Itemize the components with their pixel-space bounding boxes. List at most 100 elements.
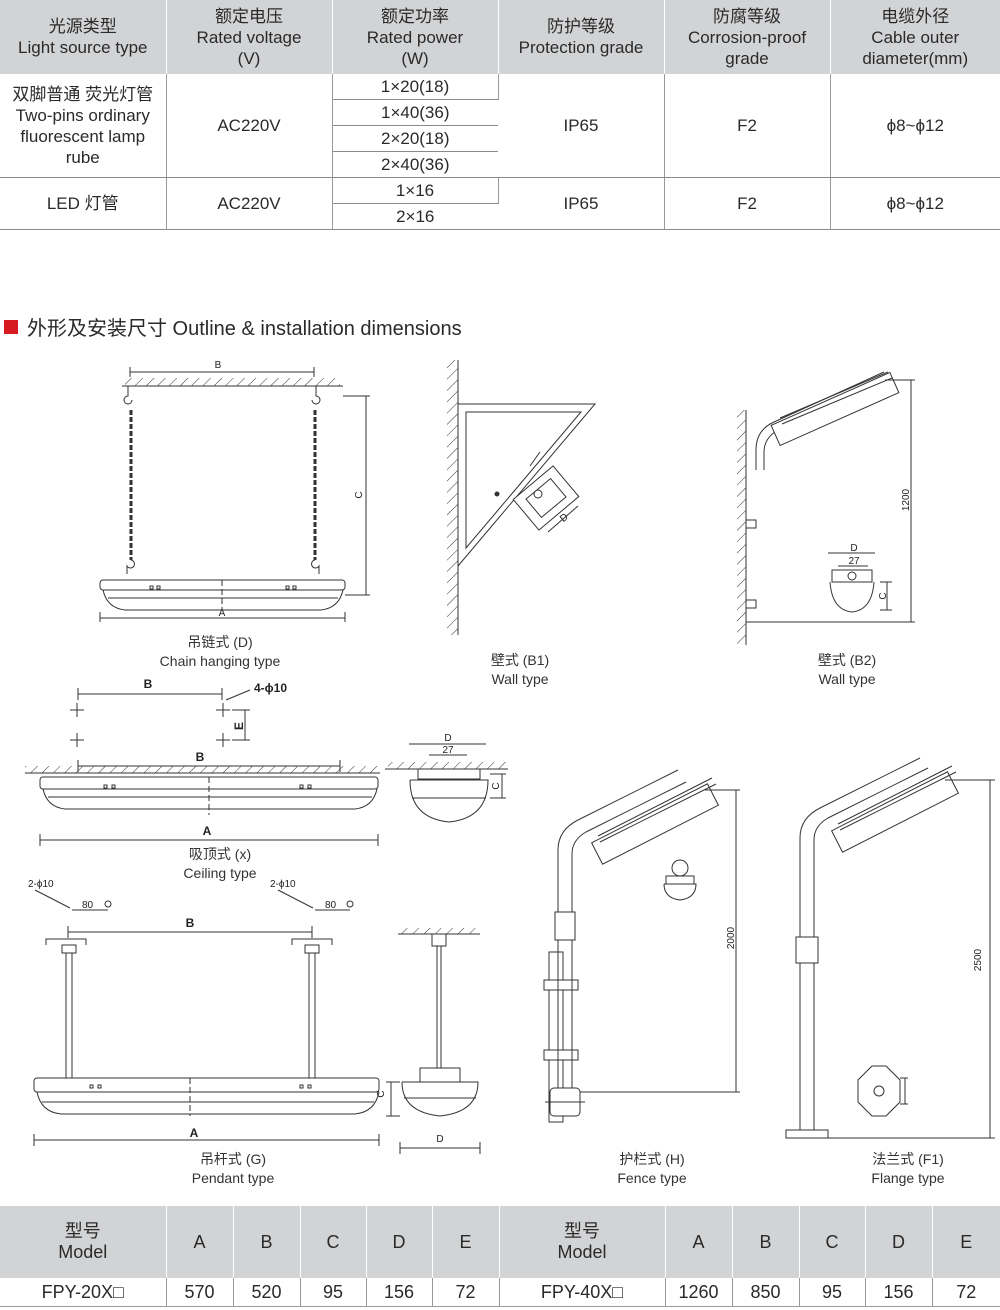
chain-dim-c: C [354, 491, 365, 498]
chain-dim-a: A [219, 608, 226, 619]
value-cell: 156 [366, 1278, 433, 1307]
ceiling-side-dim-d: D [444, 733, 451, 744]
caption-flange: 法兰式 (F1)Flange type [871, 1151, 945, 1186]
power-cell: 1×20(18) [332, 74, 499, 100]
corrosion-cell: F2 [664, 74, 831, 178]
model-cell: FPY-40X□ [499, 1278, 666, 1307]
header-col-c: C [799, 1206, 866, 1278]
table-row: LED 灯管 AC220V 1×16 IP65 F2 ϕ8~ϕ12 [0, 177, 1000, 230]
caption-ceiling: 吸顶式 (x)Ceiling type [183, 846, 257, 881]
cable-cell: ϕ8~ϕ12 [830, 74, 1000, 178]
pendant-dim-b: B [186, 916, 195, 930]
value-cell: 1260 [665, 1278, 733, 1307]
value-cell: 95 [799, 1278, 866, 1307]
dimension-drawings: B C A D 1200 D 27 C B 4-ϕ10 E B A D 27 C… [25, 360, 995, 1154]
header-col-a: A [665, 1206, 733, 1278]
header-col-c: C [300, 1206, 367, 1278]
protection-cell: IP65 [498, 74, 665, 178]
cable-cell: ϕ8~ϕ12 [830, 177, 1000, 230]
flange-drawing [785, 757, 995, 1139]
value-cell: 72 [932, 1278, 1000, 1307]
header-col-b: B [233, 1206, 301, 1278]
light-source-cell: LED 灯管 [0, 177, 167, 230]
chain-hanging-drawing [99, 367, 370, 622]
power-cell: 1×16 [332, 177, 499, 204]
header-col-d: D [366, 1206, 433, 1278]
fence-dim-h: 2000 [726, 926, 737, 949]
caption-wall-b2: 壁式 (B2)Wall type [817, 652, 877, 687]
value-cell: 156 [865, 1278, 933, 1307]
b2-dim-d: D [850, 543, 857, 554]
red-square-icon [4, 319, 18, 334]
fence-drawing [543, 769, 740, 1123]
table-row: 2×40(36) [0, 151, 1000, 178]
header-col-b: B [732, 1206, 800, 1278]
ceiling-dim-b-top: B [144, 677, 153, 691]
model-cell: FPY-20X□ [0, 1278, 167, 1307]
table-row: 1×40(36) [0, 99, 1000, 126]
ceiling-side-dim-c: C [491, 782, 502, 789]
table-row: FPY-20X□ 570 520 95 156 72 FPY-40X□ 1260… [0, 1278, 1000, 1307]
ceiling-drawing [25, 688, 508, 846]
pendant-dim-off-left: 80 [82, 900, 94, 911]
ceiling-dim-b: B [196, 750, 205, 764]
flange-dim-h: 2500 [973, 948, 984, 971]
pendant-dim-off-right: 80 [325, 900, 337, 911]
value-cell: 72 [432, 1278, 500, 1307]
power-cell: 2×16 [332, 203, 498, 230]
b2-dim-w: 27 [848, 556, 860, 567]
header-col-a: A [166, 1206, 234, 1278]
power-cell: 2×40(36) [332, 151, 498, 178]
b2-dim-h: 1200 [901, 488, 912, 511]
table-row: 2×20(18) [0, 125, 1000, 152]
ceiling-dim-a: A [203, 824, 212, 838]
pendant-dim-a: A [190, 1126, 199, 1140]
value-cell: 850 [732, 1278, 800, 1307]
header-col-e: E [932, 1206, 1000, 1278]
caption-chain: 吊链式 (D)Chain hanging type [159, 634, 281, 669]
caption-pendant: 吊杆式 (G)Pendant type [191, 1151, 275, 1186]
voltage-cell: AC220V [166, 177, 333, 230]
value-cell: 570 [166, 1278, 234, 1307]
pendant-dim-holes-left: 2-ϕ10 [28, 879, 54, 890]
power-cell: 1×40(36) [332, 99, 498, 126]
value-cell: 520 [233, 1278, 301, 1307]
corrosion-cell: F2 [664, 177, 831, 230]
ceiling-side-dim-w: 27 [442, 745, 454, 756]
pendant-drawing [33, 889, 481, 1154]
table-row: 2×16 [0, 203, 1000, 230]
b2-dim-c: C [878, 592, 889, 599]
power-cell: 2×20(18) [332, 125, 498, 152]
wall-b2-drawing [737, 371, 915, 645]
section-title-text: 外形及安装尺寸 Outline & installation dimension… [27, 318, 462, 340]
ceiling-dim-e: E [232, 722, 246, 730]
section-title: 外形及安装尺寸 Outline & installation dimension… [4, 312, 462, 341]
value-cell: 95 [300, 1278, 367, 1307]
caption-fence: 护栏式 (H)Fence type [617, 1151, 687, 1186]
caption-wall-b1: 壁式 (B1)Wall type [490, 652, 550, 687]
wall-b1-drawing [447, 360, 597, 635]
protection-cell: IP65 [498, 177, 665, 230]
chain-dim-b: B [215, 360, 222, 371]
ceiling-dim-holes: 4-ϕ10 [254, 681, 287, 695]
pendant-side-dim-d: D [436, 1134, 443, 1145]
pendant-dim-holes-right: 2-ϕ10 [270, 879, 296, 890]
voltage-cell: AC220V [166, 74, 333, 178]
header-col-d: D [865, 1206, 933, 1278]
pendant-side-dim-c: C [376, 1090, 387, 1097]
header-col-e: E [432, 1206, 500, 1278]
